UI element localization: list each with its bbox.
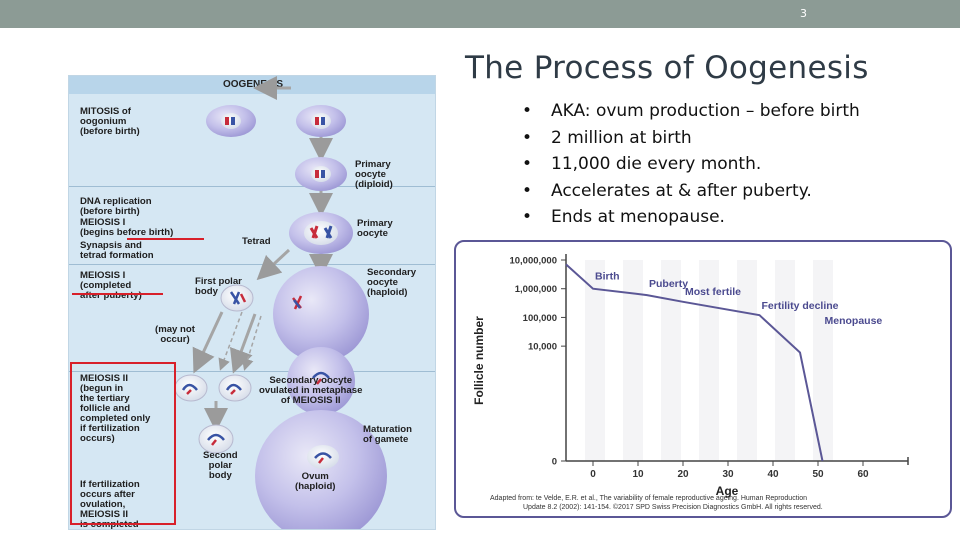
label-meiosis-2: MEIOSIS II (begun in the tertiary follic… <box>80 373 151 444</box>
y-tick-label: 1,000,000 <box>515 284 557 295</box>
x-tick-label: 40 <box>767 469 779 480</box>
red-highlight-box <box>70 362 176 525</box>
grid-band <box>623 260 643 461</box>
label-second-polar-body: Second polar body <box>203 450 238 481</box>
chart-annotation: Birth <box>595 271 620 283</box>
primary-oocyte-cell <box>289 212 353 254</box>
x-tick-label: 50 <box>812 469 824 480</box>
primary-oocyte-diploid-cell <box>295 157 347 191</box>
top-bar: 3 <box>0 0 960 28</box>
oogenesis-figure: OOGENESIS <box>68 75 436 530</box>
slide-title: The Process of Oogenesis <box>465 50 869 86</box>
polar-body-cell <box>218 374 252 402</box>
chart-source: Adapted from: te Velde, E.R. et al., The… <box>490 495 823 511</box>
grid-band <box>699 260 719 461</box>
label-secondary-oocyte-haploid: Secondary oocyte (haploid) <box>367 267 417 298</box>
follicle-chart-svg: 10,000,000 1,000,000 100,000 10,000 0 0 10 20 30… <box>472 254 909 511</box>
x-tick-label: 60 <box>857 469 869 480</box>
grid-band <box>585 260 605 461</box>
x-tick-label: 10 <box>632 469 644 480</box>
bullet-item: AKA: ovum production – before birth <box>522 98 860 125</box>
x-tick-label: 30 <box>722 469 734 480</box>
y-tick-label: 10,000,000 <box>509 256 557 267</box>
secondary-oocyte-cell <box>273 266 369 362</box>
bullet-list: AKA: ovum production – before birth 2 mi… <box>522 98 860 231</box>
ovum-cell <box>255 410 387 529</box>
red-underline <box>72 293 163 295</box>
follicle-chart: 10,000,000 1,000,000 100,000 10,000 0 0 10 20 30… <box>454 240 952 518</box>
y-tick-label: 10,000 <box>528 342 557 353</box>
x-axis-label: Age <box>716 484 739 498</box>
label-primary-oocyte: Primary oocyte <box>357 218 393 239</box>
oogonium-cell <box>296 105 346 137</box>
label-first-polar-body: First polar body <box>195 276 242 297</box>
first-polar-body-cell <box>220 284 254 312</box>
red-underline <box>127 238 204 240</box>
polar-body-cell <box>174 374 208 402</box>
label-may-not-occur: (may not occur) <box>155 324 195 345</box>
y-axis-label: Follicle number <box>472 316 486 405</box>
label-mitosis: MITOSIS of oogonium (before birth) <box>80 106 140 137</box>
follicle-series-line <box>565 263 824 462</box>
bullet-item: Accelerates at & after puberty. <box>522 178 860 205</box>
label-meiosis-1-begins: MEIOSIS I (begins before birth) <box>80 217 174 238</box>
grid-band <box>813 260 833 461</box>
label-primary-oocyte-diploid: Primary oocyte (diploid) <box>355 159 393 190</box>
figure-title: OOGENESIS <box>222 79 283 90</box>
label-synapsis: Synapsis and tetrad formation <box>80 240 154 261</box>
chart-source-line: Adapted from: te Velde, E.R. et al., The… <box>490 495 807 502</box>
bullet-item: Ends at menopause. <box>522 204 860 231</box>
y-tick-label: 100,000 <box>523 313 557 324</box>
grid-band <box>661 260 681 461</box>
bullet-item: 2 million at birth <box>522 125 860 152</box>
grid-band <box>775 260 795 461</box>
ovulated-oocyte-cell <box>287 347 355 415</box>
second-polar-body-cell <box>198 424 234 454</box>
x-tick-label: 0 <box>590 469 596 480</box>
y-tick-label: 0 <box>552 457 557 468</box>
oogenesis-diagram <box>174 76 387 529</box>
chart-source-line: Update 8.2 (2002): 141-154. ©2017 SPD Sw… <box>523 503 823 511</box>
figure-header: OOGENESIS <box>69 76 435 94</box>
label-tetrad: Tetrad <box>242 236 271 247</box>
label-secondary-ovulated: Secondary oocyte ovulated in metaphase o… <box>259 375 363 406</box>
chart-annotation: Most fertile <box>685 286 741 298</box>
label-maturation: Maturation of gamete <box>363 424 413 445</box>
chart-annotation: Menopause <box>825 315 883 327</box>
oogonium-cell <box>206 105 256 137</box>
x-tick-label: 20 <box>677 469 689 480</box>
label-dna-replication: DNA replication (before birth) <box>80 196 152 217</box>
grid-band <box>737 260 757 461</box>
label-meiosis-1-completed: MEIOSIS I (completed after puberty) <box>80 270 142 301</box>
slide-number: 3 <box>800 7 807 20</box>
figure-divider <box>69 264 435 265</box>
figure-divider <box>69 186 435 187</box>
chart-annotation: Fertility decline <box>762 300 839 312</box>
label-ovum: Ovum (haploid) <box>295 471 336 492</box>
chart-annotation: Puberty <box>649 278 688 290</box>
bullet-item: 11,000 die every month. <box>522 151 860 178</box>
